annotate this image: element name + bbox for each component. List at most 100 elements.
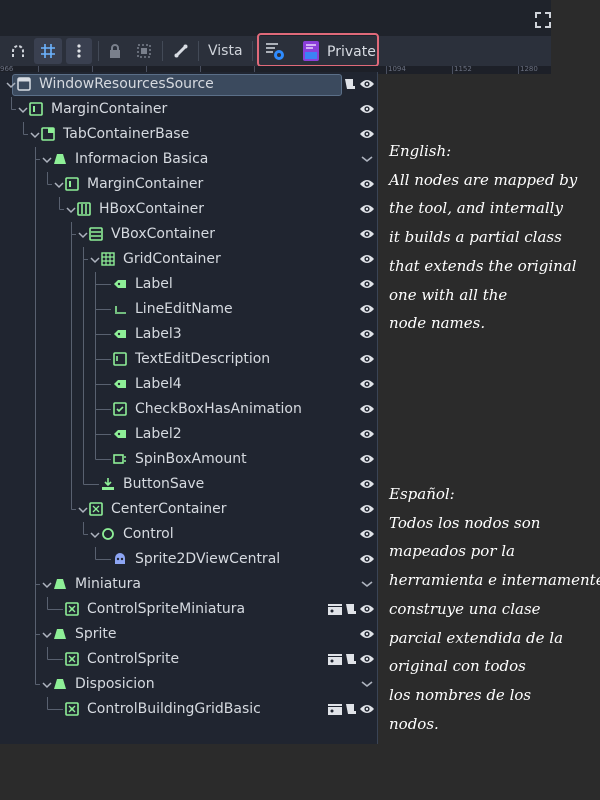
expand-arrow-icon[interactable] (42, 630, 52, 640)
tree-row[interactable]: Sprite2DViewCentral (0, 547, 378, 572)
attached-script-icon[interactable] (344, 652, 358, 666)
expand-arrow-icon[interactable] (78, 505, 88, 515)
expand-arrow-icon[interactable] (42, 680, 52, 690)
visibility-eye-icon[interactable] (359, 77, 375, 91)
more-options-button[interactable] (66, 38, 92, 64)
visibility-eye-icon[interactable] (359, 477, 375, 491)
visibility-eye-icon[interactable] (359, 127, 375, 141)
visibility-eye-icon[interactable] (359, 427, 375, 441)
tree-row[interactable]: Label4 (0, 372, 378, 397)
tree-row[interactable]: TextEditDescription (0, 347, 378, 372)
bone-icon[interactable] (170, 42, 192, 60)
tree-row[interactable]: MarginContainer (0, 97, 378, 122)
tree-row[interactable]: Label2 (0, 422, 378, 447)
node-name: ButtonSave (123, 476, 205, 492)
note-line: herramienta e internamente (389, 571, 600, 590)
tree-row[interactable]: VBoxContainer (0, 222, 378, 247)
tree-row[interactable]: TabContainerBase (0, 122, 378, 147)
collapse-chevron-icon[interactable] (359, 577, 375, 591)
expand-arrow-icon[interactable] (66, 205, 76, 215)
tree-row[interactable]: GridContainer (0, 247, 378, 272)
collapse-chevron-icon[interactable] (359, 677, 375, 691)
node-name: Miniatura (75, 576, 142, 592)
visibility-eye-icon[interactable] (359, 702, 375, 716)
note-line: All nodes are mapped by (389, 170, 578, 189)
tree-row[interactable]: Miniatura (0, 572, 378, 597)
expand-arrow-icon[interactable] (78, 230, 88, 240)
visibility-eye-icon[interactable] (359, 252, 375, 266)
tree-row[interactable]: ControlBuildingGridBasic (0, 697, 378, 722)
expand-arrow-icon[interactable] (42, 580, 52, 590)
visibility-eye-icon[interactable] (359, 652, 375, 666)
attached-script-icon[interactable] (344, 602, 358, 616)
note-line: original con todos (389, 657, 526, 676)
tree-row[interactable]: Sprite (0, 622, 378, 647)
tree-row[interactable]: LineEditName (0, 297, 378, 322)
node-settings-icon[interactable] (263, 40, 287, 62)
attached-script-icon[interactable] (343, 77, 357, 91)
expand-arrow-icon[interactable] (6, 80, 16, 90)
tree-row[interactable]: ControlSpriteMiniatura (0, 597, 378, 622)
note-line: one with all the (389, 285, 508, 304)
tree-row[interactable]: CenterContainer (0, 497, 378, 522)
panel-icon (54, 679, 66, 689)
visibility-eye-icon[interactable] (359, 102, 375, 116)
label-icon (114, 330, 126, 338)
tree-row[interactable]: CheckBoxHasAnimation (0, 397, 378, 422)
expand-arrow-icon[interactable] (54, 180, 64, 190)
scene-instance-icon (65, 702, 79, 716)
csharp-file-icon[interactable] (300, 40, 322, 62)
collapse-chevron-icon[interactable] (359, 152, 375, 166)
tree-row[interactable]: WindowResourcesSource (0, 72, 378, 97)
lock-icon[interactable] (106, 42, 124, 60)
attached-script-icon[interactable] (344, 702, 358, 716)
visibility-eye-icon[interactable] (359, 202, 375, 216)
button-icon (102, 478, 114, 490)
note-line: Todos los nodos son (389, 513, 541, 532)
tree-row[interactable]: Disposicion (0, 672, 378, 697)
expand-arrow-icon[interactable] (18, 105, 28, 115)
visibility-eye-icon[interactable] (359, 352, 375, 366)
visibility-eye-icon[interactable] (359, 602, 375, 616)
visibility-eye-icon[interactable] (359, 502, 375, 516)
visibility-eye-icon[interactable] (359, 177, 375, 191)
group-icon[interactable] (134, 42, 154, 60)
fullscreen-icon[interactable] (535, 12, 551, 28)
visibility-eye-icon[interactable] (359, 227, 375, 241)
tree-row[interactable]: ControlSprite (0, 647, 378, 672)
grid-snap-button[interactable] (34, 38, 62, 64)
clapperboard-icon[interactable] (327, 702, 343, 716)
clapperboard-icon[interactable] (327, 652, 343, 666)
tree-row[interactable]: Informacion Basica (0, 147, 378, 172)
expand-arrow-icon[interactable] (30, 130, 40, 140)
visibility-eye-icon[interactable] (359, 327, 375, 341)
node-name: Label3 (135, 326, 182, 342)
tree-row[interactable]: HBoxContainer (0, 197, 378, 222)
tree-row[interactable]: MarginContainer (0, 172, 378, 197)
expand-arrow-icon[interactable] (90, 255, 100, 265)
view-menu-button[interactable]: Vista (208, 43, 243, 59)
plugin-private-button[interactable]: Private (327, 44, 376, 60)
tree-row[interactable]: Label3 (0, 322, 378, 347)
tree-row[interactable]: ButtonSave (0, 472, 378, 497)
visibility-eye-icon[interactable] (359, 527, 375, 541)
tree-row[interactable]: SpinBoxAmount (0, 447, 378, 472)
clapperboard-icon[interactable] (327, 602, 343, 616)
visibility-eye-icon[interactable] (359, 277, 375, 291)
tree-row[interactable]: Control (0, 522, 378, 547)
label-icon (114, 430, 126, 438)
expand-arrow-icon[interactable] (90, 530, 100, 540)
visibility-eye-icon[interactable] (359, 552, 375, 566)
node-name: HBoxContainer (99, 201, 204, 217)
visibility-eye-icon[interactable] (359, 402, 375, 416)
tree-guide-lines (11, 97, 111, 710)
visibility-eye-icon[interactable] (359, 377, 375, 391)
expand-arrow-icon[interactable] (42, 155, 52, 165)
visibility-eye-icon[interactable] (359, 302, 375, 316)
visibility-eye-icon[interactable] (359, 452, 375, 466)
tree-row[interactable]: Label (0, 272, 378, 297)
editor-top-strip (0, 0, 551, 36)
visibility-eye-icon[interactable] (359, 627, 375, 641)
snap-icon[interactable] (8, 42, 28, 60)
